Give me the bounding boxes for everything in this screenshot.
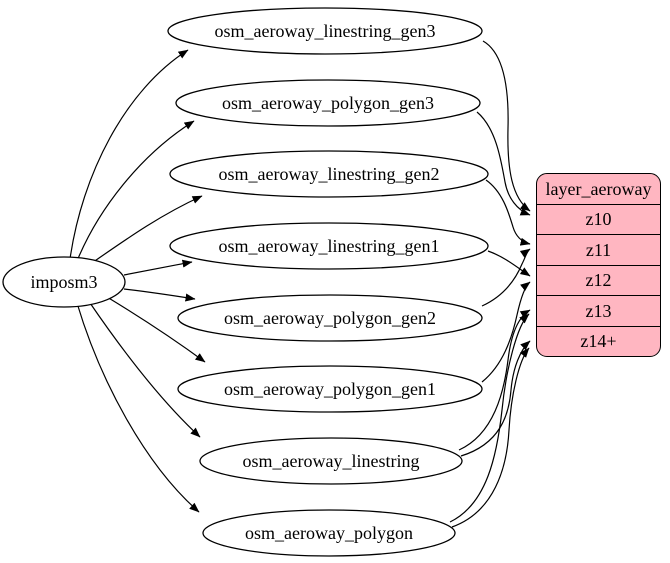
table-label-polygon-gen1: osm_aeroway_polygon_gen1 bbox=[224, 379, 436, 399]
layer-edges bbox=[449, 40, 531, 528]
zoom-row-z14plus: z14+ bbox=[537, 325, 660, 357]
zoom-row-z13: z13 bbox=[537, 295, 660, 326]
edge-imposm3-polygon-gen1 bbox=[106, 296, 206, 363]
edge-polygon-z13 bbox=[449, 313, 530, 523]
edge-linestring-z14plus bbox=[460, 340, 531, 457]
linestring-gen2-node-shape bbox=[169, 150, 489, 198]
table-label-linestring-gen2: osm_aeroway_linestring_gen2 bbox=[218, 164, 440, 184]
zoom-row-z12: z12 bbox=[537, 264, 660, 296]
imposm3-node-shape bbox=[2, 256, 126, 308]
edge-polygon-z14plus bbox=[451, 347, 530, 528]
table-label-polygon: osm_aeroway_polygon bbox=[245, 523, 413, 543]
edge-imposm3-linestring-gen3 bbox=[69, 49, 189, 260]
import-edges bbox=[69, 49, 206, 513]
edge-imposm3-polygon bbox=[76, 302, 200, 513]
edge-linestring-gen3-z10 bbox=[482, 40, 531, 212]
zoom-row-z11: z11 bbox=[537, 234, 660, 265]
table-label-linestring: osm_aeroway_linestring bbox=[242, 451, 420, 471]
edge-polygon-gen1-z12 bbox=[481, 281, 531, 383]
edge-imposm3-linestring bbox=[87, 299, 201, 438]
linestring-node-shape bbox=[199, 437, 463, 485]
table-label-linestring-gen1: osm_aeroway_linestring_gen1 bbox=[218, 236, 440, 256]
edge-polygon-gen2-z11 bbox=[481, 248, 531, 307]
linestring-gen1-node-shape bbox=[169, 222, 489, 270]
table-label-polygon-gen2: osm_aeroway_polygon_gen2 bbox=[224, 308, 436, 328]
polygon-gen1-node-shape bbox=[177, 365, 483, 413]
linestring-gen3-node-shape bbox=[167, 7, 483, 55]
edge-polygon-gen3-z10 bbox=[476, 111, 531, 216]
polygon-node-shape bbox=[202, 509, 456, 557]
layer-aeroway-header: layer_aeroway bbox=[545, 178, 652, 199]
zoom-row-z10: z10 bbox=[537, 203, 660, 235]
table-label-linestring-gen3: osm_aeroway_linestring_gen3 bbox=[214, 21, 436, 41]
imposm3-node-label: imposm3 bbox=[30, 272, 98, 292]
edge-linestring-gen1-z12 bbox=[487, 250, 531, 277]
edge-imposm3-polygon-gen3 bbox=[76, 120, 195, 262]
polygon-gen3-node-shape bbox=[175, 79, 481, 127]
edge-linestring-gen2-z11 bbox=[485, 179, 531, 246]
table-label-polygon-gen3: osm_aeroway_polygon_gen3 bbox=[222, 93, 434, 113]
layer-aeroway-record-node: layer_aeroway z10 z11 z12 z13 z14+ bbox=[536, 173, 661, 357]
edge-linestring-z13 bbox=[458, 309, 531, 451]
edge-imposm3-polygon-gen2 bbox=[123, 288, 196, 302]
edge-imposm3-linestring-gen1 bbox=[123, 259, 193, 276]
polygon-gen2-node-shape bbox=[177, 294, 483, 342]
node-shapes bbox=[2, 7, 489, 557]
edge-imposm3-linestring-gen2 bbox=[88, 195, 203, 266]
